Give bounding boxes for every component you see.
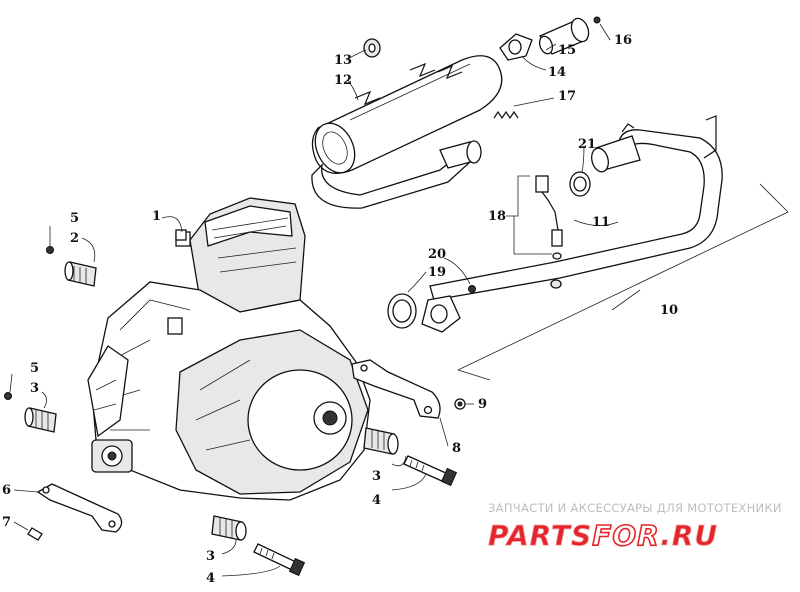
callout-1: 1 — [152, 209, 161, 224]
callout-2: 2 — [70, 231, 79, 246]
header-pipe — [429, 115, 723, 301]
spring — [493, 110, 519, 120]
watermark-logo-parts: PARTS — [488, 519, 592, 552]
watermark-logo-ru: .RU — [660, 519, 718, 552]
callout-4: 4 — [206, 571, 215, 586]
nut — [454, 398, 466, 410]
callout-17: 17 — [558, 89, 576, 104]
callout-5: 5 — [30, 361, 39, 376]
callout-13: 13 — [334, 53, 352, 68]
watermark: ЗАПЧАСТИ И АКСЕССУАРЫ ДЛЯ МОТОТЕХНИКИ PA… — [488, 501, 782, 553]
callout-11: 11 — [592, 215, 610, 230]
callout-8: 8 — [452, 441, 461, 456]
callout-15: 15 — [558, 43, 576, 58]
callout-10: 10 — [660, 303, 678, 318]
watermark-logo: PARTSFOR.RU — [488, 519, 718, 552]
bolt — [403, 455, 458, 487]
callout-6: 6 — [2, 483, 11, 498]
screw — [593, 16, 601, 24]
callout-14: 14 — [548, 65, 566, 80]
callout-21: 21 — [578, 137, 596, 152]
header-seal-ring — [569, 171, 591, 197]
watermark-subtitle: ЗАПЧАСТИ И АКСЕССУАРЫ ДЛЯ МОТОТЕХНИКИ — [488, 501, 782, 515]
leader-lines — [9, 23, 641, 577]
engine-mount — [24, 407, 57, 433]
watermark-logo-for: FOR — [592, 519, 660, 552]
exhaust-seal-ring — [387, 293, 417, 329]
header-flange — [421, 295, 461, 333]
callout-5: 5 — [70, 211, 79, 226]
mounting-bracket — [36, 483, 123, 533]
engine-mount — [363, 427, 399, 455]
grommet — [363, 38, 381, 58]
tail-pipe — [538, 17, 590, 55]
callout-19: 19 — [428, 265, 446, 280]
callout-3: 3 — [206, 549, 215, 564]
washer — [46, 246, 54, 254]
gasket — [499, 33, 533, 61]
callout-4: 4 — [372, 493, 381, 508]
engine-mount — [211, 515, 247, 541]
muffler — [311, 55, 503, 209]
oxygen-sensor — [535, 175, 563, 260]
callout-9: 9 — [478, 397, 487, 412]
engine-mount — [64, 261, 97, 287]
bolt — [253, 543, 306, 577]
callout-labels: 1 2 5 5 3 3 4 3 4 6 7 8 9 10 11 12 13 14… — [2, 33, 678, 586]
group-bracket-10 — [457, 183, 789, 381]
callout-3: 3 — [30, 381, 39, 396]
callout-3: 3 — [372, 469, 381, 484]
screw — [27, 527, 43, 541]
nut — [468, 285, 476, 293]
washer — [4, 392, 12, 400]
engine-bracket — [351, 359, 441, 419]
engine-assembly — [87, 197, 371, 501]
callout-18: 18 — [488, 209, 506, 224]
callout-7: 7 — [2, 515, 11, 530]
callout-12: 12 — [334, 73, 352, 88]
callout-20: 20 — [428, 247, 446, 262]
callout-16: 16 — [614, 33, 632, 48]
